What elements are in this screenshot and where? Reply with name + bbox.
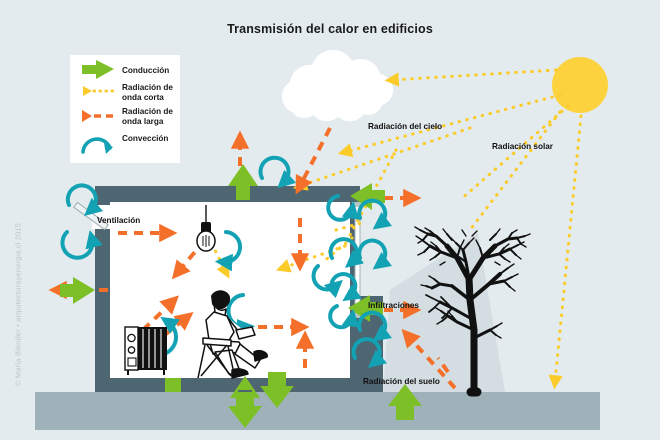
cloud-icon (281, 49, 394, 122)
credit-text: © María Blender • arquitecturayenergia.c… (13, 222, 23, 387)
label-ventilacion: Ventilación (97, 216, 141, 225)
page-title: Transmisión del calor en edificios (227, 22, 433, 36)
label-radiacion-del-suelo: Radiación del suelo (363, 377, 440, 386)
oil-radiator-icon (124, 326, 167, 375)
hanging-lightbulb-icon (196, 205, 216, 252)
tree-icon (414, 226, 531, 397)
yellow-dotted-arrow-icon (83, 86, 118, 96)
legend-label-conduccion: Conducción (122, 66, 170, 75)
convection-arcs (60, 155, 392, 368)
solid-green-arrow-icon (82, 60, 114, 79)
orange-dashed-arrow-icon (82, 110, 116, 122)
seated-person-icon (197, 290, 268, 379)
label-radiacion-solar: Radiación solar (492, 142, 553, 151)
ground-band (35, 392, 600, 430)
label-infiltraciones: Infiltraciones (368, 301, 419, 310)
shortwave-sky-arrows (292, 126, 472, 191)
legend-box: Conducción Radiación de onda corta Radia… (70, 55, 180, 163)
sun-icon (552, 57, 608, 113)
legend-label-conveccion: Convección (122, 134, 169, 143)
legend-icons (81, 60, 118, 154)
conduction-arrows (60, 164, 422, 428)
teal-curved-arrow-icon (81, 137, 113, 154)
legend-label-onda-larga: Radiación de onda larga (122, 107, 173, 126)
label-radiacion-del-cielo: Radiación del cielo (368, 122, 443, 131)
legend-label-onda-corta: Radiación de onda corta (122, 83, 173, 102)
